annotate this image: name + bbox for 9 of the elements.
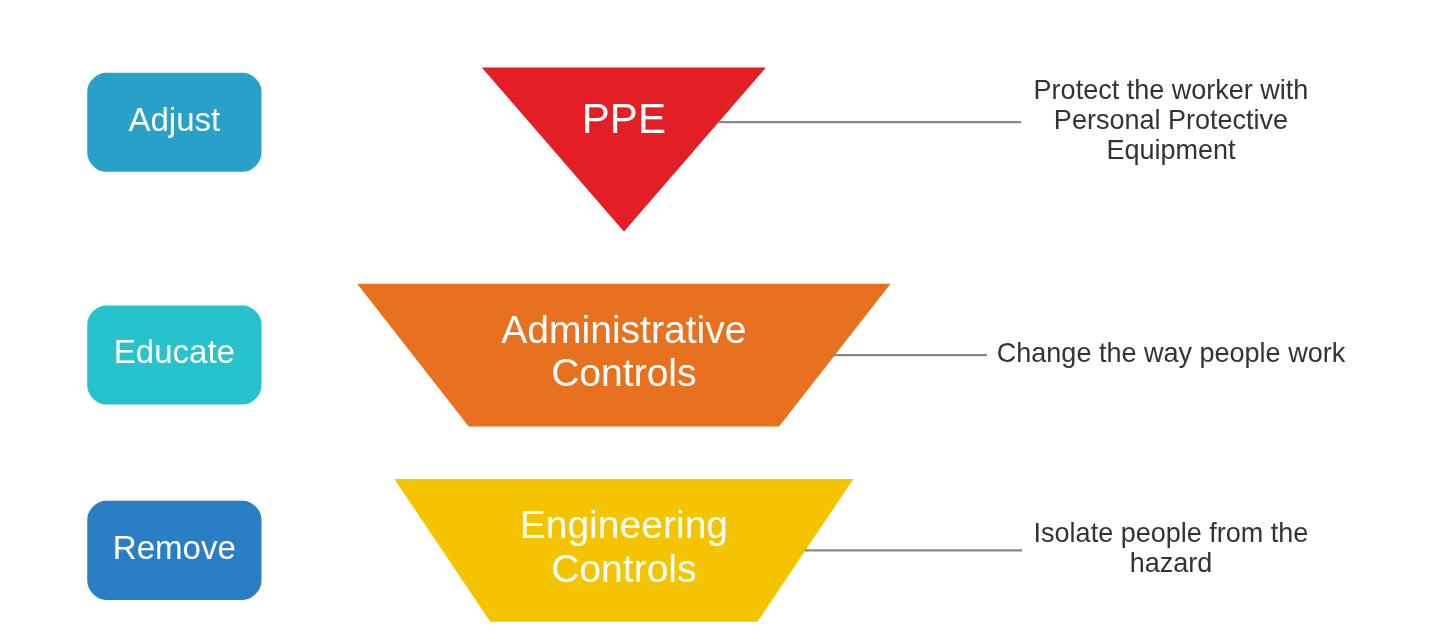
connector <box>717 121 1021 124</box>
node-text: Isolate people from the hazard <box>1033 517 1308 578</box>
connector <box>833 353 987 357</box>
node-box: Adjust <box>86 72 261 172</box>
node-box: Educate <box>86 305 261 405</box>
node-box: Remove <box>86 500 261 600</box>
node-text: Change the way people work <box>996 337 1345 368</box>
connector <box>804 549 1022 552</box>
node-text: Protect the worker with Personal Protective Equipment <box>1033 74 1308 165</box>
